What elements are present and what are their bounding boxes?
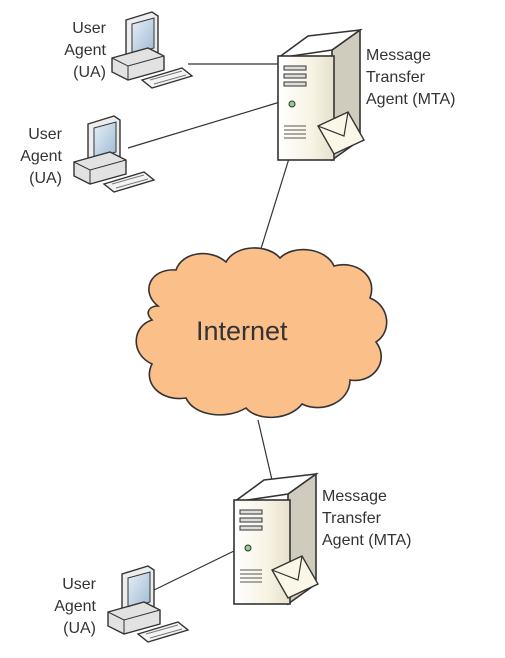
link-internet-mta-bottom (257, 419, 273, 481)
label-line: (UA) (63, 620, 96, 637)
desktop-computer-icon (107, 565, 189, 643)
label-ua-top-1: User Agent (UA) (54, 18, 106, 84)
label-ua-top-2: User Agent (UA) (10, 124, 62, 190)
cloud-icon (135, 247, 388, 419)
desktop-computer-icon (111, 11, 193, 89)
label-line: User (62, 576, 96, 593)
internet-label: Internet (196, 316, 288, 346)
label-line: Agent (MTA) (366, 91, 456, 108)
label-line: Agent (20, 148, 62, 165)
label-ua-bottom: User Agent (UA) (44, 574, 96, 640)
link-ua3-mta-bottom (149, 549, 237, 593)
label-line: Agent (54, 598, 96, 615)
label-line: (UA) (29, 170, 62, 187)
label-line: User (72, 20, 106, 37)
label-line: (UA) (73, 64, 106, 81)
label-line: User (28, 126, 62, 143)
label-line: Transfer (322, 510, 381, 527)
label-line: Agent (MTA) (322, 532, 412, 549)
label-line: Message (366, 47, 431, 64)
label-line: Transfer (366, 69, 425, 86)
label-mta-bottom: Message Transfer Agent (MTA) (322, 486, 412, 552)
label-line: Agent (64, 42, 106, 59)
link-ua2-mta-top (127, 101, 281, 149)
desktop-computer-icon (73, 115, 155, 193)
label-mta-top: Message Transfer Agent (MTA) (366, 45, 456, 111)
label-line: Message (322, 488, 387, 505)
